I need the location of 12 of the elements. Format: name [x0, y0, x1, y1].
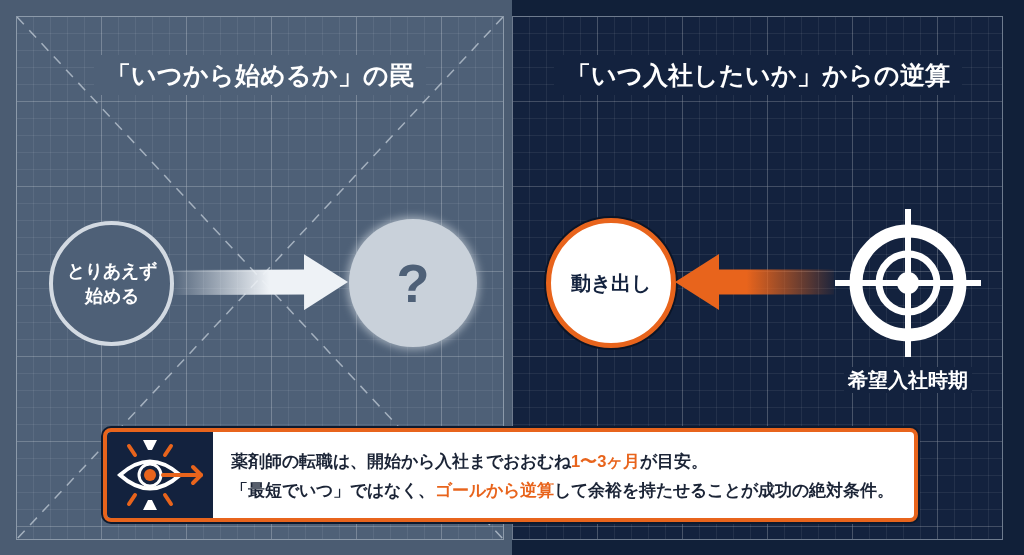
arrow	[172, 254, 349, 311]
node-label: 動き出し	[571, 271, 651, 296]
callout-box	[103, 428, 918, 522]
target-icon	[835, 209, 981, 357]
panel-title: 「いつから始めるか」の罠	[94, 55, 426, 95]
node-label: 希望入社時期	[844, 367, 972, 393]
panel-title: 「いつ入社したいか」からの逆算	[553, 55, 962, 95]
node-label: とりあえず始める	[65, 259, 158, 308]
question-mark: ?	[396, 256, 430, 310]
arrow	[675, 254, 834, 310]
callout-text: 薬剤師の転職は、開始から入社までおおむね1〜3ヶ月が目安。	[231, 450, 710, 472]
callout-text: 「最短でいつ」ではなく、ゴールから逆算して余裕を持たせることが成功の絶対条件。	[231, 479, 894, 501]
